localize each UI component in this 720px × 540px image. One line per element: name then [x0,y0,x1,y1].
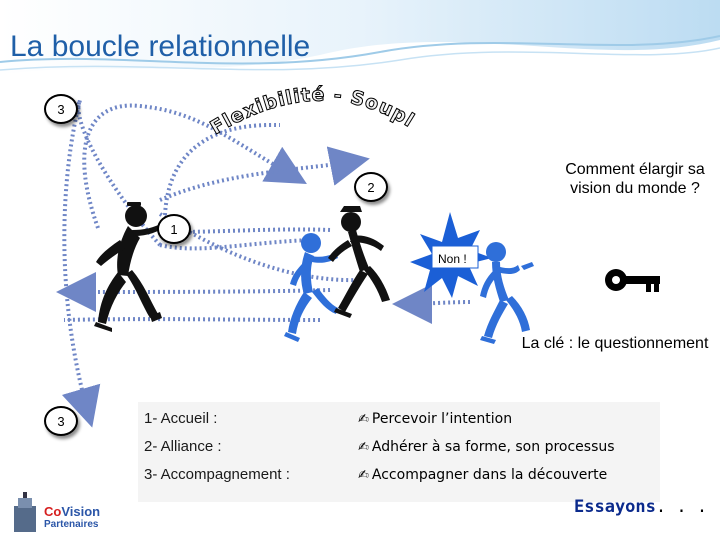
logo-tower-icon [14,492,36,532]
arrow-two-from-left [160,240,320,248]
key-caption: La clé : le questionnement [520,334,710,353]
step-2-detail: ✍Adhérer à sa forme, son processus [358,439,615,455]
essayons-text: Essayons. . . [574,497,707,517]
step-2-detail-text: Adhérer à sa forme, son processus [372,439,615,455]
step-3-label: 3- Accompagnement : [144,466,290,483]
figure-blue-runner-right [480,242,534,344]
logo-partenaires: Partenaires [44,519,98,530]
question-text: Comment élargir sa vision du monde ? [560,160,710,198]
badge-two: 2 [354,172,388,202]
step-2-label: 2- Alliance : [144,438,222,455]
steps-panel: 1- Accueil : 2- Alliance : 3- Accompagne… [138,402,660,502]
logo-co: Co [44,504,61,519]
step-3-detail-text: Accompagner dans la découverte [372,467,607,483]
arrow-outer-top [165,125,280,215]
step-1-label: 1- Accueil : [144,410,217,427]
arrow-return-one [175,229,330,232]
figure-blue-runner-middle [284,233,338,342]
pen-writing-icon: ✍ [358,412,369,427]
non-label: Non ! [438,252,467,266]
badge-one: 1 [157,214,191,244]
figure-black-runner-hat [328,206,390,318]
logo-covision: CoVision [44,504,100,519]
arrow-two [160,160,362,200]
arrow-outer-left [64,100,160,420]
essayons-word: Essayons [574,497,656,517]
arrow-big-loop [84,106,300,228]
arrow-low [64,290,330,292]
badge-three-bottom: 3 [44,406,78,436]
pen-writing-icon: ✍ [358,440,369,455]
key-icon [605,269,660,292]
logo-vision: Vision [61,504,100,519]
badge-three-top: 3 [44,94,78,124]
arrow-from-right [400,302,470,304]
step-1-detail: ✍Percevoir l’intention [358,411,512,427]
figure-black-runner-left [94,202,166,332]
step-3-detail: ✍Accompagner dans la découverte [358,467,607,483]
step-1-detail-text: Percevoir l’intention [372,411,512,427]
pen-writing-icon: ✍ [358,468,369,483]
essayons-dots: . . . [656,497,707,517]
